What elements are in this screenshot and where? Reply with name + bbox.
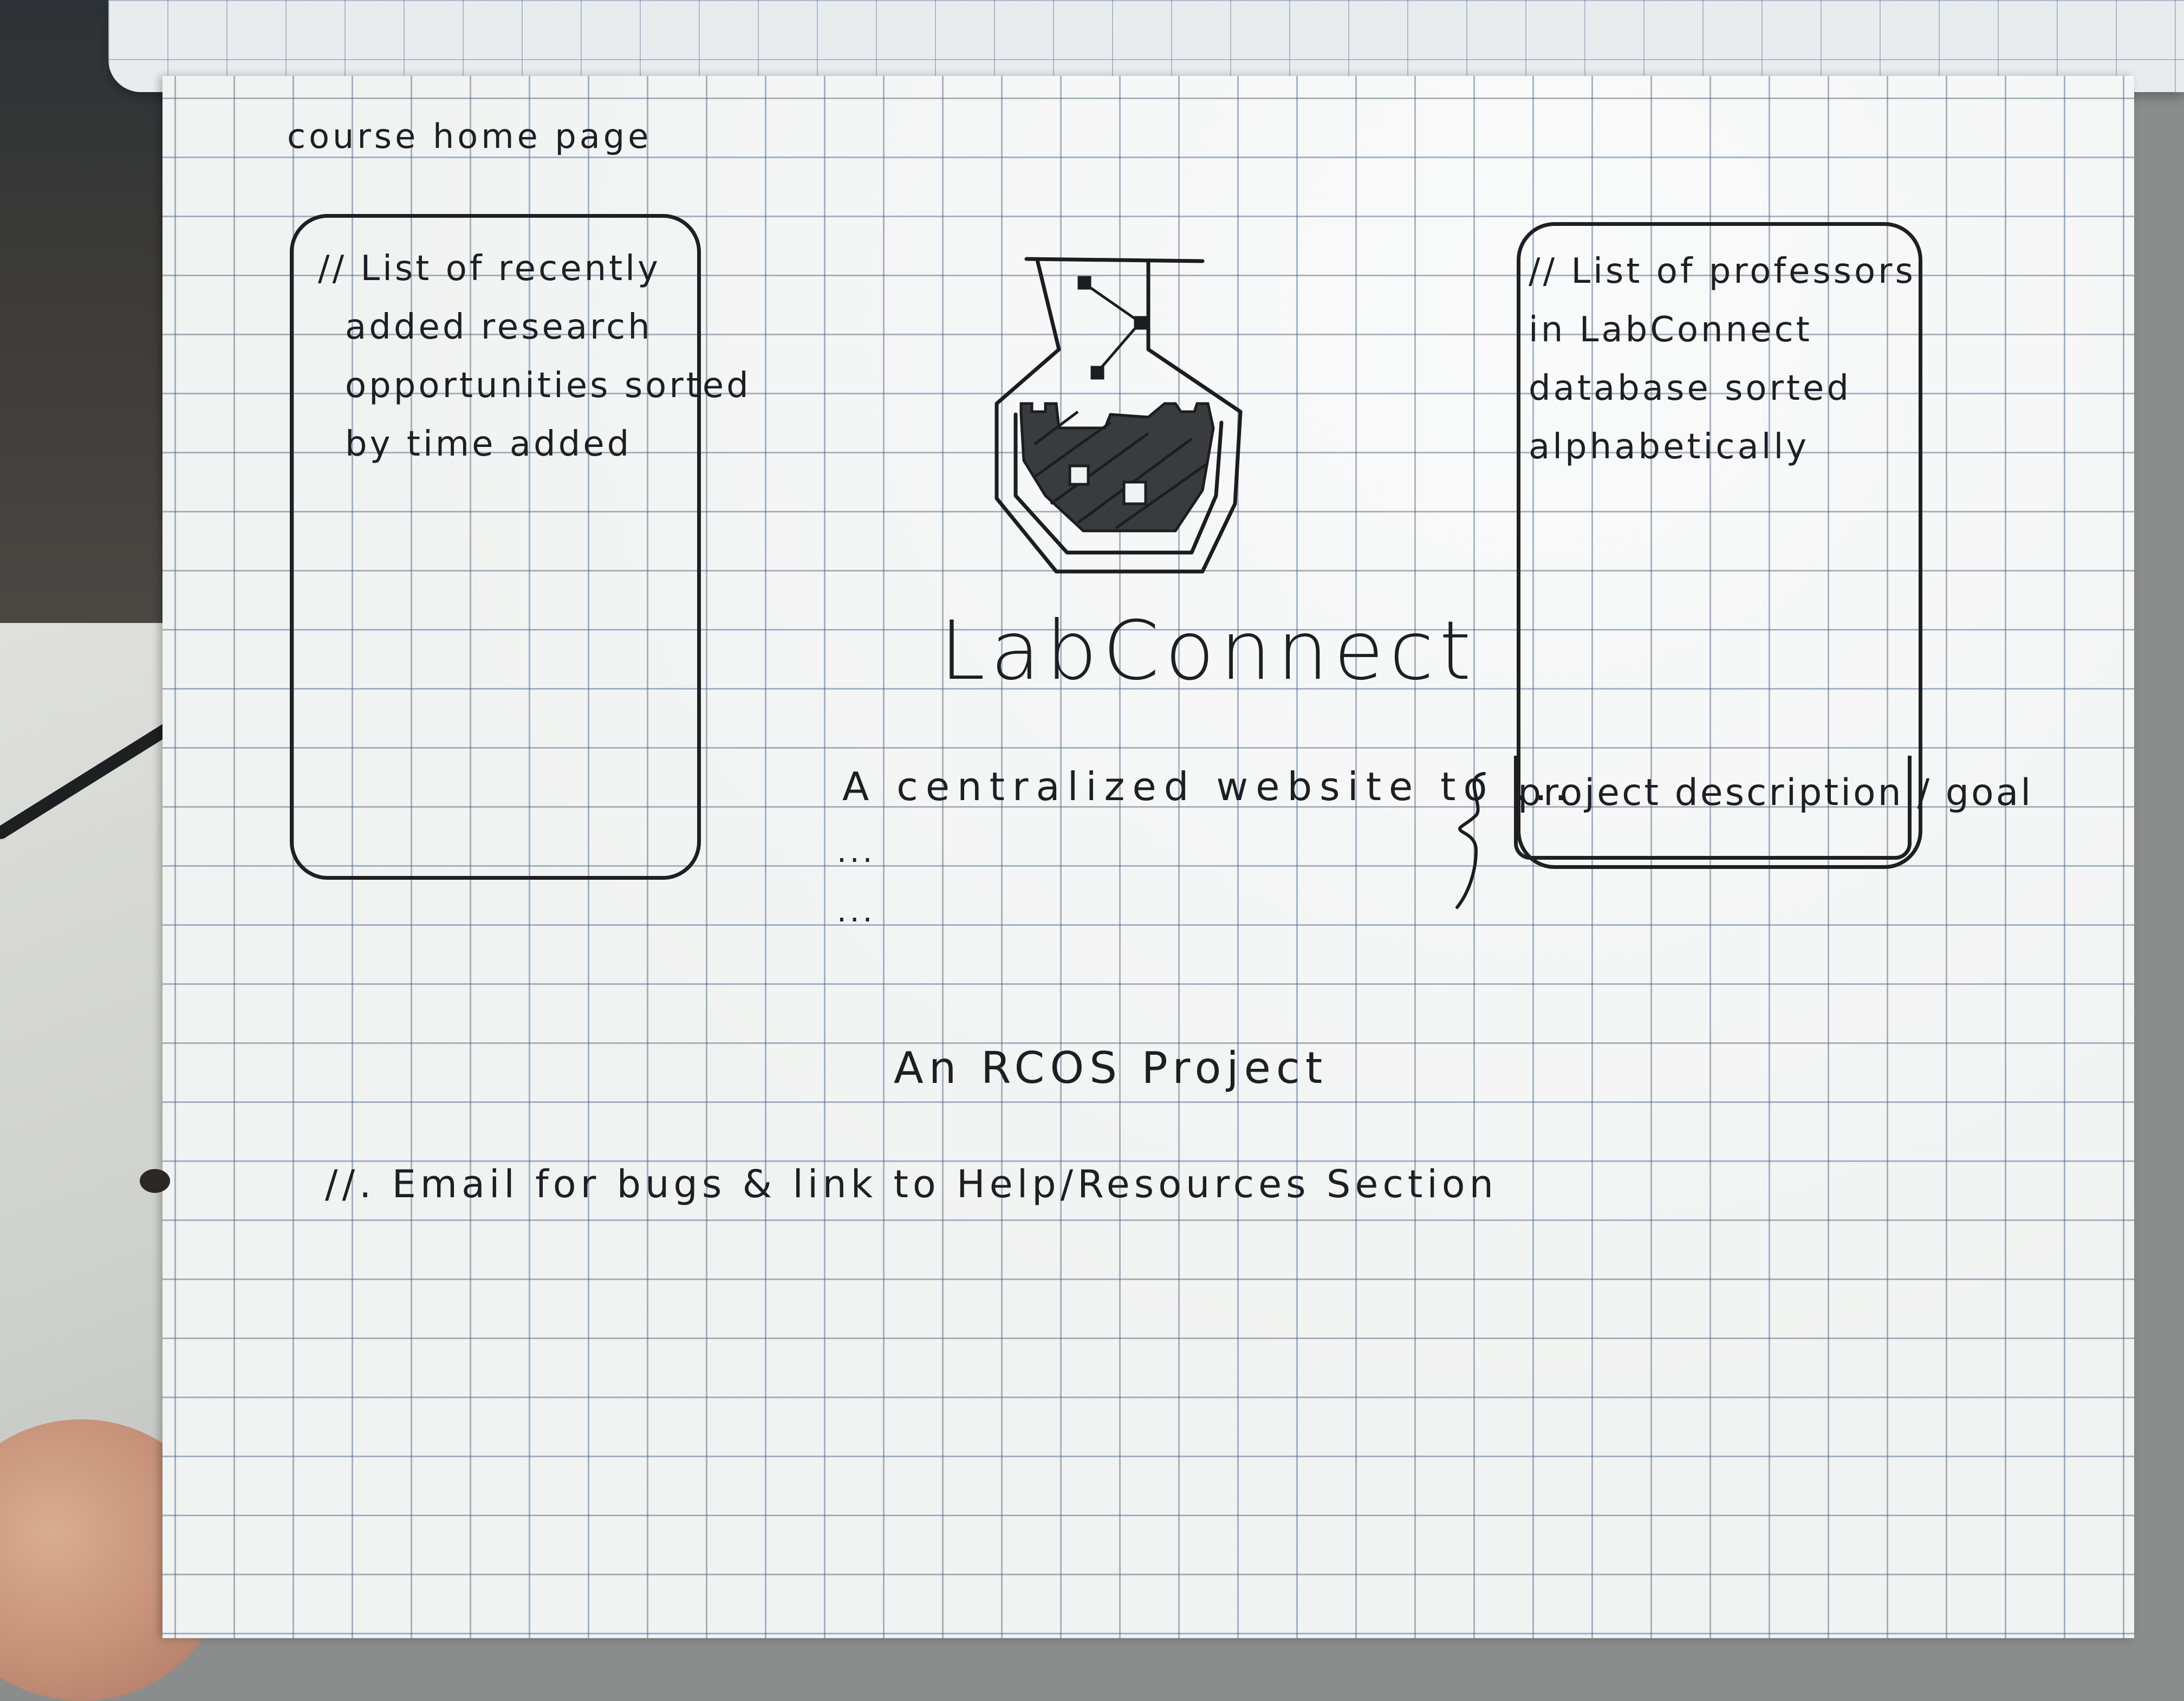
tagline-ellipsis-1: ... <box>837 834 876 869</box>
page-title: course home page <box>287 116 652 156</box>
professors-list-box[interactable]: // List of professors in LabConnect data… <box>1517 222 1922 869</box>
footer-credit: An RCOS Project <box>894 1043 1328 1093</box>
flask-logo-icon <box>994 257 1243 574</box>
site-name: LabConnect <box>940 604 1477 698</box>
left-box-line-3: opportunities sorted <box>345 366 751 406</box>
annotation-callout: project description / goal <box>1514 756 2031 860</box>
right-box-line-1: // List of professors <box>1529 251 1916 291</box>
right-box-line-2: in LabConnect <box>1529 310 1812 350</box>
tagline-text: A centralized website to ... <box>842 764 1575 809</box>
recent-opportunities-box[interactable]: // List of recently added research oppor… <box>290 214 751 880</box>
right-box-line-4: alphabetically <box>1529 427 1810 467</box>
left-box-line-1: // List of recently <box>318 249 661 289</box>
footer-note: //. Email for bugs & link to Help/Resour… <box>325 1162 1498 1206</box>
left-box-line-2: added research <box>345 307 653 347</box>
right-box-line-3: database sorted <box>1529 368 1851 408</box>
paper-hole <box>140 1169 170 1193</box>
left-box-line-4: by time added <box>345 424 632 464</box>
annotation-text: project description / goal <box>1518 771 2033 814</box>
tagline-ellipsis-2: ... <box>837 894 876 929</box>
curly-brace-icon <box>1455 772 1486 909</box>
